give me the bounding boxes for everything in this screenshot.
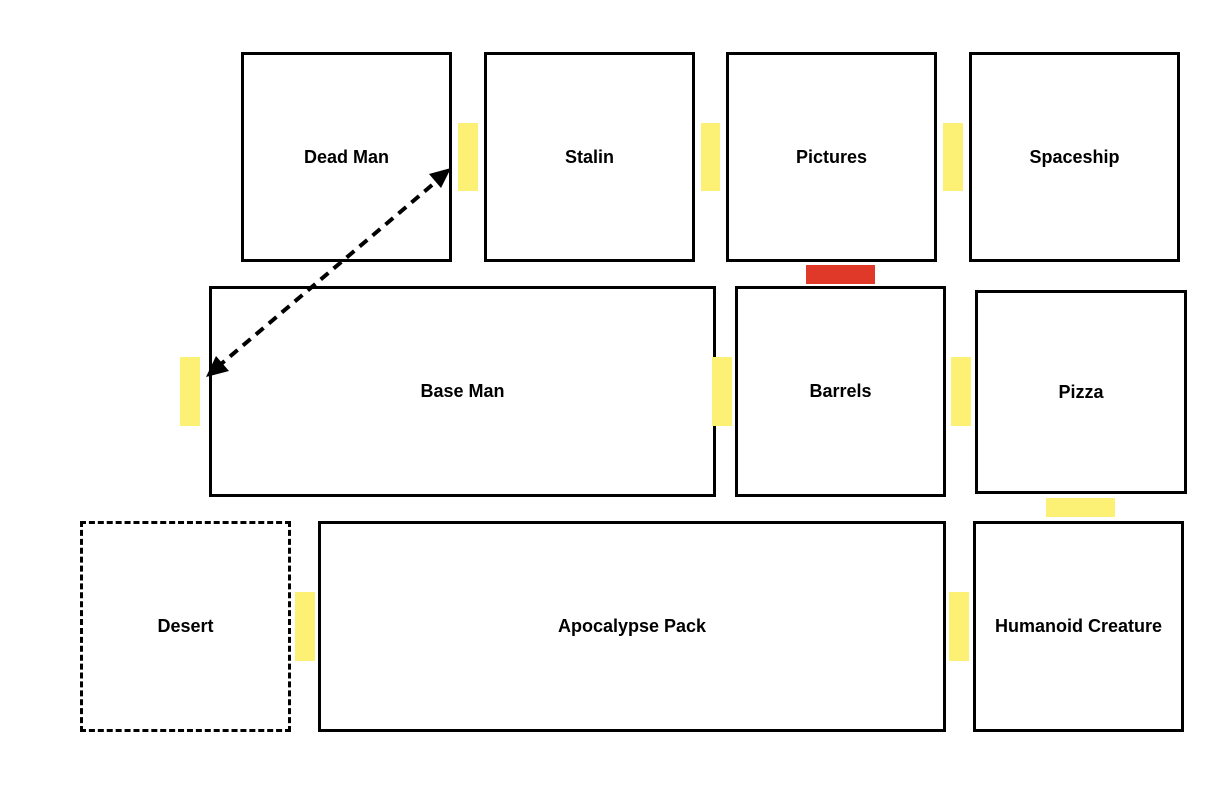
- room-dead-man: Dead Man: [241, 52, 452, 262]
- room-base-man: Base Man: [209, 286, 716, 497]
- teleport-arrow-line: [212, 172, 447, 372]
- room-pictures: Pictures: [726, 52, 937, 262]
- door-dead-man-stalin: [458, 123, 478, 191]
- room-label-desert: Desert: [157, 616, 214, 636]
- room-label-apocalypse-pack: Apocalypse Pack: [557, 616, 707, 636]
- door-apocalypse-pack-humanoid-creature: [949, 592, 969, 661]
- room-humanoid-creature: Humanoid Creature: [973, 521, 1184, 732]
- door-pizza-humanoid-creature: [1046, 498, 1115, 517]
- door-pictures-spaceship: [943, 123, 963, 191]
- room-label-pictures: Pictures: [795, 146, 868, 167]
- door-desert-apocalypse-pack: [295, 592, 315, 661]
- room-label-dead-man: Dead Man: [303, 146, 390, 167]
- arrow-head-bottom-icon: [206, 356, 229, 377]
- room-barrels: Barrels: [735, 286, 946, 497]
- arrow-head-top-icon: [429, 168, 451, 188]
- room-spaceship: Spaceship: [969, 52, 1180, 262]
- door-base-man-barrels: [712, 357, 732, 426]
- door-stalin-pictures: [701, 123, 720, 191]
- room-desert: Desert: [80, 521, 291, 732]
- room-apocalypse-pack: Apocalypse Pack: [318, 521, 946, 732]
- door-base-man-west: [180, 357, 200, 426]
- door-pictures-barrels-locked: [806, 265, 875, 284]
- room-pizza: Pizza: [975, 290, 1187, 494]
- room-stalin: Stalin: [484, 52, 695, 262]
- room-label-stalin: Stalin: [564, 146, 614, 167]
- room-label-base-man: Base Man: [420, 381, 505, 401]
- room-label-pizza: Pizza: [1058, 381, 1104, 402]
- door-barrels-pizza: [951, 357, 971, 426]
- room-label-spaceship: Spaceship: [1029, 146, 1120, 167]
- room-label-humanoid-creature: Humanoid Creature: [994, 616, 1163, 636]
- room-label-barrels: Barrels: [809, 381, 872, 401]
